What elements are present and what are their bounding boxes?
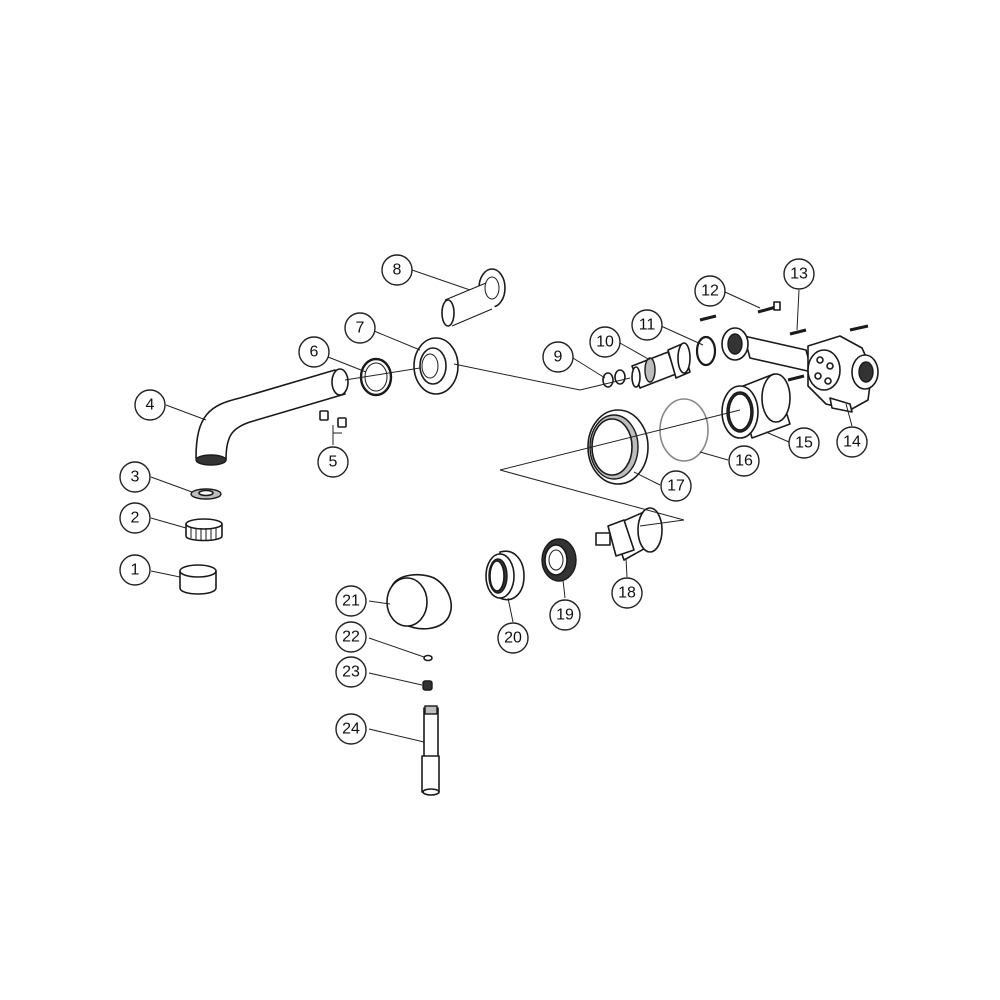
callout-24: 24 — [335, 713, 367, 745]
part-3-washer — [190, 488, 222, 500]
part-2-aerator — [185, 518, 223, 542]
part-9-o-rings — [602, 369, 626, 388]
callout-23: 23 — [335, 656, 367, 688]
svg-text:5: 5 — [329, 454, 338, 471]
callout-9: 9 — [542, 341, 574, 373]
svg-text:12: 12 — [701, 283, 719, 300]
svg-text:17: 17 — [667, 478, 685, 495]
callout-6: 6 — [298, 336, 330, 368]
svg-text:4: 4 — [146, 397, 155, 414]
part-5-grub-screws — [319, 410, 347, 445]
part-16-ring — [659, 398, 709, 462]
part-12-screw — [699, 301, 781, 322]
svg-text:2: 2 — [131, 510, 140, 527]
part-20-cover — [485, 550, 525, 601]
svg-text:21: 21 — [342, 593, 360, 610]
svg-text:6: 6 — [310, 344, 319, 361]
callout-5: 5 — [317, 446, 349, 478]
part-4-spout — [195, 368, 349, 466]
svg-text:8: 8 — [393, 262, 402, 279]
part-7-flange — [413, 337, 459, 395]
callout-15: 15 — [788, 427, 820, 459]
part-11-o-ring — [695, 335, 717, 367]
svg-text:14: 14 — [843, 434, 861, 451]
svg-text:24: 24 — [342, 721, 360, 738]
assembly-guide-lines — [344, 363, 741, 527]
callout-11: 11 — [631, 309, 663, 341]
callout-10: 10 — [589, 326, 621, 358]
callout-2: 2 — [119, 502, 151, 534]
callout-20: 20 — [497, 622, 529, 654]
part-19-nut — [541, 538, 577, 582]
svg-text:18: 18 — [618, 585, 636, 602]
svg-text:11: 11 — [639, 317, 656, 334]
callout-21: 21 — [335, 585, 367, 617]
part-18-cartridge — [595, 507, 663, 561]
svg-text:22: 22 — [342, 629, 360, 646]
callout-19: 19 — [549, 599, 581, 631]
callout-18: 18 — [611, 577, 643, 609]
part-1-aerator-housing — [179, 564, 217, 595]
svg-text:7: 7 — [356, 320, 365, 337]
svg-text:9: 9 — [554, 349, 563, 366]
leader-lines — [150, 269, 853, 743]
callout-4: 4 — [134, 389, 166, 421]
callout-1: 1 — [119, 554, 151, 586]
svg-text:10: 10 — [596, 334, 614, 351]
callout-22: 22 — [335, 621, 367, 653]
part-22-ring — [423, 654, 433, 662]
part-21-knob — [386, 573, 452, 630]
part-13-screw — [787, 324, 869, 382]
svg-text:16: 16 — [735, 453, 753, 470]
callout-7: 7 — [344, 312, 376, 344]
part-14-wall-body — [721, 327, 879, 413]
svg-text:1: 1 — [131, 562, 140, 579]
callout-17: 17 — [660, 470, 692, 502]
callout-8: 8 — [381, 254, 413, 286]
callout-16: 16 — [728, 445, 760, 477]
part-23-screw — [422, 680, 433, 691]
svg-text:19: 19 — [556, 607, 574, 624]
part-15-sleeve — [721, 373, 791, 439]
callout-13: 13 — [783, 258, 815, 290]
callout-3: 3 — [119, 461, 151, 493]
svg-text:15: 15 — [795, 435, 813, 452]
svg-text:20: 20 — [504, 630, 522, 647]
callout-12: 12 — [694, 275, 726, 307]
svg-text:3: 3 — [131, 469, 140, 486]
part-24-spindle — [421, 705, 440, 796]
part-17-escutcheon — [587, 409, 649, 485]
part-8-lever — [441, 268, 506, 327]
svg-text:13: 13 — [790, 266, 808, 283]
svg-text:23: 23 — [342, 664, 360, 681]
callout-14: 14 — [836, 426, 868, 458]
part-10-connector — [631, 342, 691, 389]
